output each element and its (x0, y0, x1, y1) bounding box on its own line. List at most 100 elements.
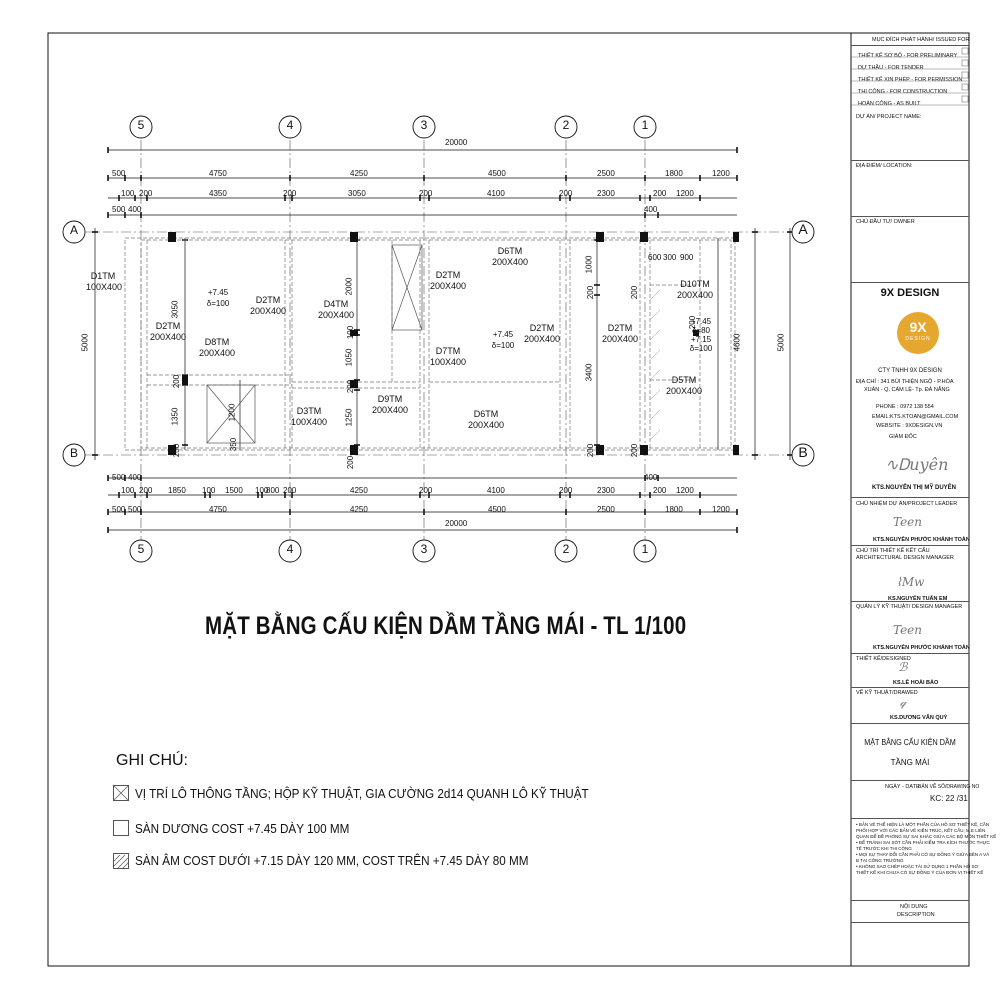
dim-bot-r3: 2500 (597, 505, 615, 514)
dim-top-r2: 1200 (676, 189, 694, 198)
tb-website: WEBSITE : 9XDESIGN.VN (876, 423, 943, 429)
tb-role: CHỦ NHIỆM DỰ ÁN/PROJECT LEADER (856, 501, 958, 507)
dim-small-top: 900 (680, 253, 694, 262)
dim-left-col: 1350 (170, 407, 180, 426)
tb-drawing-no-label: BẢN VẼ SỐ/DRAWING NO (918, 784, 980, 790)
dim-top-r1: 1200 (712, 169, 730, 178)
tb-location: ĐỊA ĐIỂM/ LOCATION: (856, 163, 913, 169)
grid-label-2-top: 2 (562, 118, 570, 132)
dim-bot-r2: 200 (419, 486, 433, 495)
tb-company-name: 9X DESIGN (880, 287, 940, 299)
dim-top-r2: 4100 (487, 189, 505, 198)
logo-subtext: DESIGN (905, 336, 931, 342)
dim-top-r2: 100 (121, 189, 135, 198)
tb-role-name: KS.DƯƠNG VĂN QUÝ (890, 715, 948, 721)
grid-label-b-left: B (69, 446, 78, 460)
dim-left-total: 5000 (80, 333, 90, 352)
top-dims (107, 147, 738, 218)
dim-right-inner: 4600 (732, 333, 742, 352)
signature-image: Teen (893, 623, 923, 637)
page-title: MẶT BẰNG CẤU KIỆN DẦM TẦNG MÁI - TL 1/10… (205, 612, 687, 640)
tb-role: THIẾT KẾ/DESIGNED (856, 656, 911, 662)
beam-outlines (124, 237, 736, 451)
dim-top-r2: 200 (283, 189, 297, 198)
dim-top-r3: 400 (644, 205, 658, 214)
signature-image: 𝓆 (900, 695, 907, 709)
dim-top-r2: 3050 (348, 189, 366, 198)
grid-label-1-top: 1 (641, 118, 649, 132)
signature-image: Teen (893, 515, 923, 529)
logo-text: 9X (909, 319, 927, 335)
dim-top-r1: 1800 (665, 169, 683, 178)
dim-bot-r3: 500 (112, 505, 126, 514)
dim-top-r1: 4750 (209, 169, 227, 178)
tb-issue-option: DỰ THẦU - FOR TENDER (858, 65, 924, 71)
tb-issue-option: THI CÔNG - FOR CONSTRUCTION (858, 89, 948, 95)
dim-top-r3: 400 (128, 205, 142, 214)
recessed-slab-hatch (649, 289, 661, 441)
dim-top-r2: 4350 (209, 189, 227, 198)
dim-bot-r2: 4250 (350, 486, 368, 495)
grid-label-b-right: B (798, 444, 808, 460)
dim-bot-r2: 200 (283, 486, 297, 495)
dim-bot-r2: 200 (559, 486, 573, 495)
dim-mid-b: 200 (586, 285, 596, 300)
tb-disclaimer: • BẢN VẼ THỂ HIỆN LÀ MỘT PHẦN CỦA HỒ SƠ … (856, 822, 997, 875)
tb-issue-option: HOÀN CÔNG - AS BUILT (858, 101, 921, 107)
dim-top-r1: 500 (112, 169, 126, 178)
dim-top-r1: 4250 (350, 169, 368, 178)
tb-sheet-title-2: TẦNG MÁI (890, 758, 930, 767)
signature-image: ∿Ꭰuyên (885, 455, 949, 474)
dim-top-total: 20000 (445, 138, 468, 147)
grid-bubbles (62, 115, 815, 563)
dim-left-col: 3050 (170, 300, 180, 319)
dim-bot-r3: 500 (128, 505, 142, 514)
grid-label-4-bottom: 4 (286, 542, 294, 556)
legend-slab-symbol (113, 820, 129, 836)
dim-top-r3: 500 (112, 205, 126, 214)
note-item: SÀN ÂM COST DƯỚI +7.15 DÀY 120 MM, COST … (135, 853, 529, 868)
grid-label-3-bottom: 3 (420, 542, 428, 556)
tb-issue-option: THIẾT KẾ SƠ BỘ - FOR PRELIMINARY (858, 53, 958, 59)
grid-label-a-right: A (798, 221, 808, 237)
grid-label-a-left: A (69, 223, 78, 237)
tb-company-full: CTY TNHH 9X DESIGN (878, 368, 942, 374)
tb-role: QUẢN LÝ KỸ THUẬT/ DESIGN MANAGER (856, 604, 963, 610)
tb-issue-table (851, 47, 969, 106)
dim-mid-a: 1250 (344, 408, 354, 427)
signature-image: ⌇Mw (896, 575, 925, 589)
tb-phone: PHONE : 0972 138 554 (876, 404, 934, 410)
grid-label-2-bottom: 2 (562, 542, 570, 556)
dim-bot-r2: 1200 (676, 486, 694, 495)
tb-drawing-no: KC: 22 /31 (930, 794, 968, 803)
legend-opening-symbol (113, 785, 129, 801)
dim-right-total: 5000 (776, 333, 786, 352)
dim-bot-r1: 400 (644, 473, 658, 482)
dim-bot-r3: 4250 (350, 505, 368, 514)
tb-sheet-title: MẶT BẰNG CẤU KIỆN DẦM (864, 738, 956, 747)
tb-director-name: KTS.NGUYỄN THỊ MỸ DUYÊN (872, 485, 957, 491)
dim-bot-r2: 800 (266, 486, 280, 495)
tb-director-role: GIÁM ĐỐC (889, 434, 917, 440)
tb-issue-option: THIẾT KẾ XIN PHÉP - FOR PERMISSION (858, 77, 963, 83)
note-item: SÀN DƯƠNG COST +7.45 DÀY 100 MM (135, 821, 350, 836)
tb-role-name: KS.NGUYỄN TUẤN EM (888, 596, 948, 602)
dim-mid-c: 1200 (227, 403, 237, 422)
tb-address: ĐỊA CHỈ : 341 BÙI THIỆN NGỘ - P.HÒA (856, 379, 954, 385)
grid-label-5-top: 5 (137, 118, 145, 132)
signature-image: ℬ (898, 660, 908, 674)
legend-symbols (112, 784, 130, 870)
dim-small-right: 200 (630, 285, 640, 300)
tb-issued-for: MỤC ĐÍCH PHÁT HÀNH/ ISSUED FOR (872, 37, 970, 43)
dim-small-top: 600 (648, 253, 662, 262)
